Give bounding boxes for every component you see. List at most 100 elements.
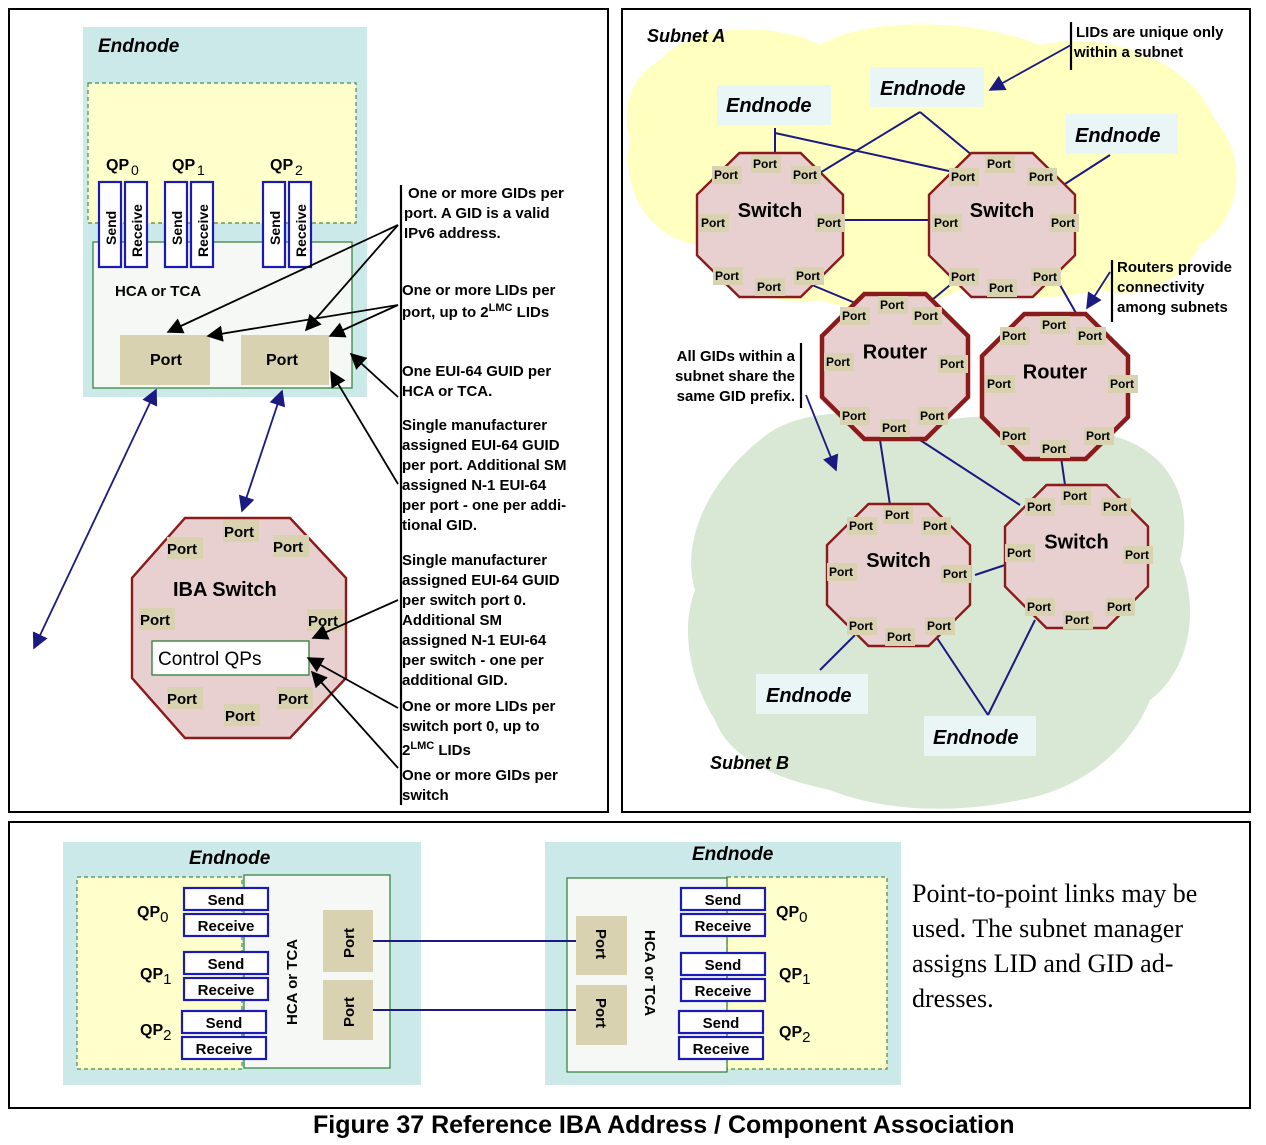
port-box: [847, 617, 877, 635]
port-label: Port: [817, 216, 841, 230]
port-label: Port: [753, 157, 777, 171]
port-box: [751, 155, 781, 173]
hca-port-2: Port: [241, 335, 329, 385]
svg-text:Port: Port: [308, 613, 338, 630]
port-label: Port: [849, 619, 873, 633]
endnode-bottom-right: Endnode: [924, 716, 1036, 756]
port-label: Port: [842, 309, 866, 323]
port-box: [925, 617, 955, 635]
port-box: [1061, 487, 1091, 505]
port-box: [1105, 598, 1135, 616]
qp-0: QP 0: [106, 157, 139, 178]
port-box: [985, 155, 1015, 173]
svg-text:Send: Send: [208, 892, 245, 909]
note-gids-arrow: [805, 394, 839, 472]
port-box: [1049, 214, 1079, 232]
port-label: Port: [887, 630, 911, 644]
port-label: Port: [714, 168, 738, 182]
svg-text:Send: Send: [208, 956, 245, 973]
svg-text:2: 2: [295, 162, 303, 178]
port-label: Port: [951, 270, 975, 284]
port-label: Port: [1033, 270, 1057, 284]
port-box: [1027, 168, 1057, 186]
port-box: [1063, 611, 1093, 629]
port-box: [699, 214, 729, 232]
switch-title: Switch: [970, 200, 1034, 222]
note-lids-arrow: [988, 44, 1072, 91]
port-box: [880, 419, 910, 437]
svg-text:Receive: Receive: [695, 983, 752, 1000]
port-label: Port: [1107, 600, 1131, 614]
send-queue: [677, 1009, 765, 1035]
port-label: Port: [943, 567, 967, 581]
qp-label-left-2: QP2: [140, 1022, 171, 1044]
svg-text:Send: Send: [705, 892, 742, 909]
port-label: Port: [1029, 170, 1053, 184]
receive-queue: [182, 976, 270, 1002]
receive-queue: [679, 977, 767, 1003]
port-label: Port: [1027, 600, 1051, 614]
port-box: [1025, 498, 1055, 516]
svg-text:Endnode: Endnode: [189, 848, 271, 869]
send-queue: [679, 886, 767, 912]
hca-label: HCA or TCA: [641, 930, 658, 1016]
port-label: Port: [1051, 216, 1075, 230]
port-box: [938, 355, 968, 373]
svg-text:Port: Port: [592, 998, 609, 1028]
svg-text:Receive: Receive: [693, 1041, 750, 1058]
svg-text:Port: Port: [273, 539, 303, 556]
svg-text:0: 0: [131, 162, 139, 178]
port-label: Port: [923, 519, 947, 533]
svg-text:Endnode: Endnode: [766, 685, 852, 707]
svg-text:Endnode: Endnode: [726, 95, 812, 117]
port-label: Port: [1103, 500, 1127, 514]
port-box: [713, 267, 743, 285]
bottom-queue-pairs: SendReceiveSendReceiveSendReceiveSendRec…: [137, 886, 810, 1061]
qp-label-right-0: QP0: [776, 904, 807, 926]
svg-text:Receive: Receive: [198, 918, 255, 935]
port-box: [791, 166, 821, 184]
svg-text:Port: Port: [167, 691, 197, 708]
receive-queue: [677, 1035, 765, 1061]
qp-2: QP 2: [270, 157, 303, 178]
svg-text:Port: Port: [266, 352, 299, 369]
endnode-bottom-left: Endnode: [756, 674, 868, 714]
send-queue: Send: [169, 211, 185, 245]
send-queue: [679, 951, 767, 977]
port-label: Port: [1002, 429, 1026, 443]
port-box: [1040, 316, 1070, 334]
endnode-title: Endnode: [98, 36, 180, 57]
receive-queue: Receive: [129, 204, 145, 257]
switch-title: Switch: [866, 550, 930, 572]
port-box: [840, 307, 870, 325]
port-box: [1000, 427, 1030, 445]
endnode-link-out: [32, 388, 158, 650]
send-queue: [182, 886, 270, 912]
port-label: Port: [829, 565, 853, 579]
switch-title: Switch: [738, 200, 802, 222]
port-box: [932, 214, 962, 232]
receive-queue: [180, 1035, 268, 1061]
port-box: [1040, 440, 1070, 458]
switch-title: Switch: [1044, 532, 1108, 554]
port-label: Port: [914, 309, 938, 323]
router-title: Router: [1023, 362, 1088, 384]
qp-queues: Send Receive Send Receive Send Receive: [97, 180, 313, 269]
port-box: [1005, 544, 1035, 562]
receive-queue: Receive: [195, 204, 211, 257]
endnode-top: Endnode: [870, 67, 984, 107]
send-queue: [182, 950, 270, 976]
subnet-a-label: Subnet A: [647, 26, 725, 46]
port-label: Port: [715, 269, 739, 283]
port-box: [827, 563, 857, 581]
